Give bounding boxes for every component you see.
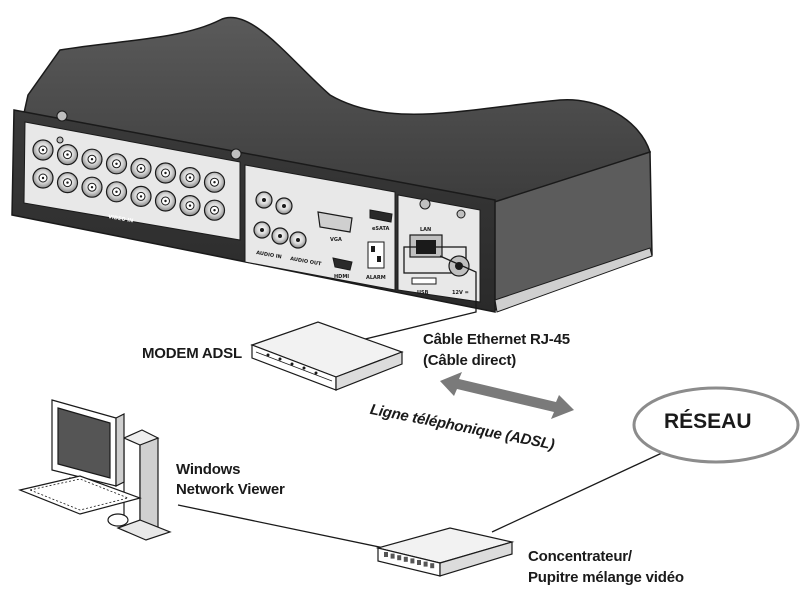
screw bbox=[456, 209, 466, 219]
usb-label: USB bbox=[417, 290, 429, 296]
vga-port bbox=[317, 211, 353, 233]
hub-ports bbox=[384, 552, 435, 569]
viewer-label-line2: Network Viewer bbox=[176, 481, 285, 498]
audio-in-label: AUDIO IN bbox=[256, 250, 282, 260]
monitor-side bbox=[115, 413, 125, 487]
hub-port bbox=[430, 563, 435, 569]
pc-tower-front bbox=[123, 431, 141, 531]
bnc-connector-pin bbox=[164, 199, 167, 203]
hub-label-line1: Concentrateur/ bbox=[528, 548, 632, 565]
hub-port bbox=[417, 560, 421, 565]
hub-port bbox=[390, 553, 395, 559]
bnc-connector-pin bbox=[188, 204, 192, 207]
video-in-connectors bbox=[32, 139, 226, 221]
modem-side bbox=[335, 351, 403, 391]
screw bbox=[419, 198, 431, 210]
hub-label-line2: Pupitre mélange vidéo bbox=[528, 569, 684, 586]
modem-stripe bbox=[255, 351, 333, 382]
bnc-connector-pin bbox=[115, 190, 118, 193]
hub-port bbox=[384, 552, 388, 557]
dvr-top-body bbox=[21, 16, 651, 206]
power-label: 12V = bbox=[452, 290, 469, 296]
viewer-label-line1: Windows bbox=[176, 461, 241, 478]
screws bbox=[56, 110, 466, 219]
alarm-pin bbox=[377, 256, 381, 262]
alarm-label: ALARM bbox=[366, 275, 386, 281]
bnc-connector-pin bbox=[66, 181, 69, 184]
video-in-label: VIDEO IN bbox=[108, 214, 134, 224]
pc-tower-top bbox=[122, 429, 160, 446]
ethernet-cable-dvr-modem bbox=[356, 255, 477, 342]
lan-label: LAN bbox=[420, 227, 431, 233]
hub-side bbox=[439, 541, 513, 577]
bnc-connector-pin bbox=[188, 176, 192, 179]
bnc-connector-pin bbox=[41, 176, 45, 180]
network-cloud bbox=[632, 386, 800, 464]
ethernet-cable-label-line1: Câble Ethernet RJ-45 bbox=[423, 331, 570, 348]
rca-hole bbox=[260, 228, 264, 232]
hdmi-port bbox=[332, 257, 353, 271]
usb-port bbox=[411, 277, 437, 285]
modem-led bbox=[314, 371, 318, 375]
bnc-connector-pin bbox=[41, 148, 45, 152]
bnc-connector-pin bbox=[90, 158, 94, 161]
modem-label: MODEM ADSL bbox=[142, 345, 242, 362]
bnc-connector-pin bbox=[90, 186, 94, 189]
dvr-foot bbox=[494, 247, 653, 313]
audio-out-label: AUDIO OUT bbox=[290, 256, 323, 267]
bnc-connector-pin bbox=[164, 171, 167, 175]
cable-pc-hub bbox=[177, 504, 385, 549]
esata-port bbox=[369, 209, 393, 223]
bnc-connector-pin bbox=[115, 162, 118, 165]
monitor-screen bbox=[57, 407, 111, 479]
alarm-terminal bbox=[367, 241, 385, 269]
double-arrow bbox=[440, 372, 574, 419]
pc-tower-side bbox=[139, 431, 159, 529]
rca-hole bbox=[278, 234, 282, 238]
screw bbox=[56, 136, 64, 144]
hub-port bbox=[403, 556, 408, 562]
modem-led bbox=[290, 362, 294, 366]
bnc-connector-pin bbox=[66, 153, 69, 156]
modem-led bbox=[302, 366, 306, 370]
windows-pc bbox=[18, 399, 172, 541]
rca-hole bbox=[282, 204, 286, 208]
mouse bbox=[107, 513, 129, 527]
bnc-connector-pin bbox=[139, 167, 143, 170]
cable-hub-network bbox=[491, 451, 665, 533]
phone-line-arrow bbox=[440, 372, 574, 419]
modem-led bbox=[278, 357, 282, 361]
bnc-connector-pin bbox=[139, 195, 143, 198]
hub-port bbox=[423, 561, 428, 567]
bnc-connector-pin bbox=[213, 181, 216, 184]
modem-led bbox=[266, 353, 270, 357]
rca-hole bbox=[296, 238, 300, 242]
hub-port bbox=[410, 558, 415, 564]
screw bbox=[230, 148, 242, 160]
rca-hole bbox=[262, 198, 266, 202]
adsl-modem bbox=[250, 321, 404, 391]
ethernet-cable-label-line2: (Câble direct) bbox=[423, 352, 517, 369]
bnc-connector-pin bbox=[213, 209, 216, 212]
hdmi-label: HDMI bbox=[334, 274, 349, 280]
pc-tower-base bbox=[116, 519, 172, 541]
cables bbox=[177, 255, 665, 549]
esata-label: eSATA bbox=[372, 226, 389, 232]
screw bbox=[56, 110, 68, 122]
network-label: RÉSEAU bbox=[664, 410, 752, 433]
hub-port bbox=[397, 555, 402, 561]
hub-switch bbox=[375, 527, 515, 577]
dvr-recorder: VIDEO IN AUDIO IN AUDIO OUT VGA HDMI eSA… bbox=[11, 16, 653, 313]
alarm-pin bbox=[371, 246, 375, 252]
vga-label: VGA bbox=[330, 237, 342, 243]
